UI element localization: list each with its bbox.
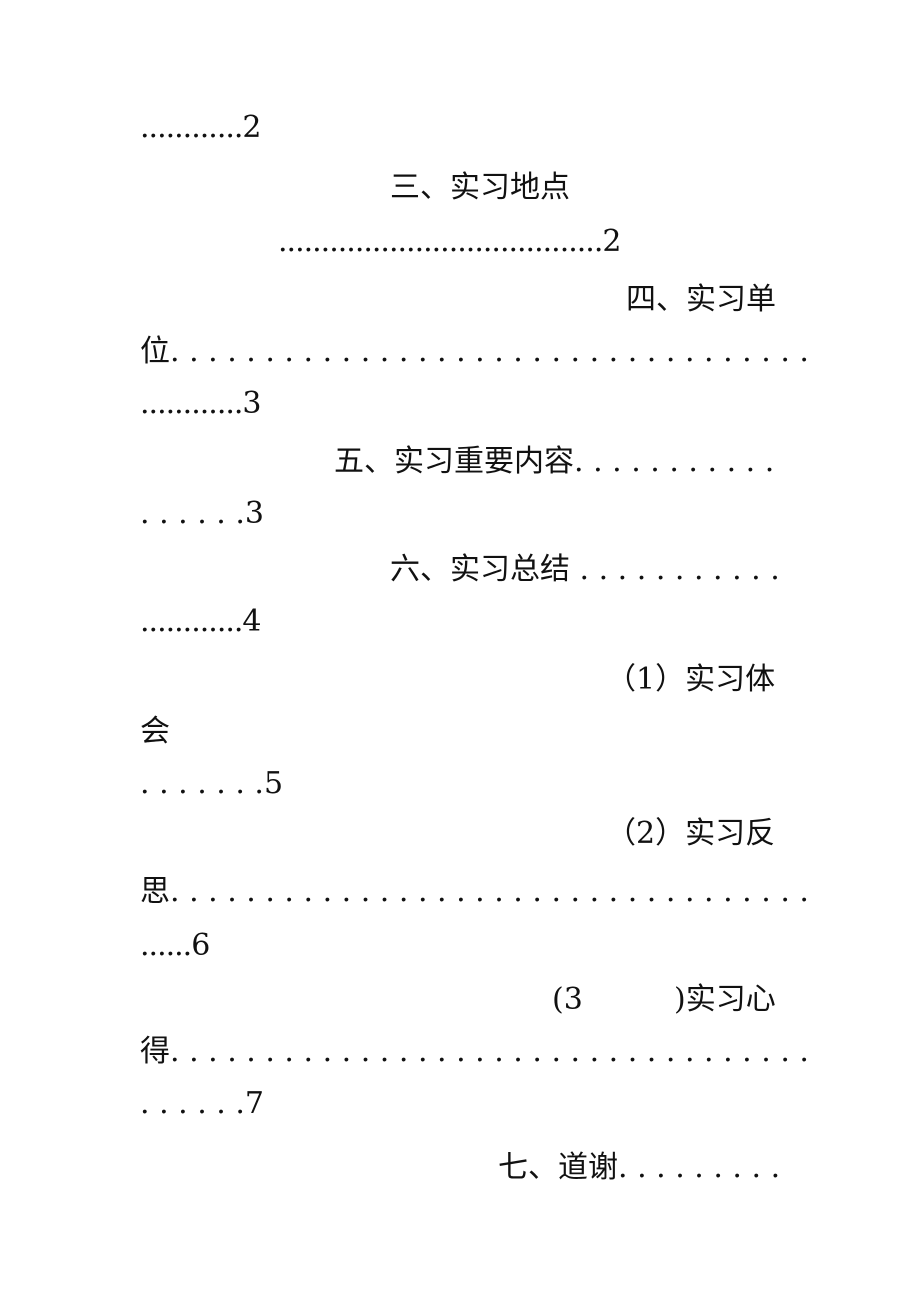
toc-entry-reflection-continued: 思. . . . . . . . . . . . . . . . . . . .… xyxy=(140,874,809,909)
toc-entry-insights-number: (3 xyxy=(552,982,583,1017)
toc-entry-insights-continued: 得. . . . . . . . . . . . . . . . . . . .… xyxy=(140,1034,809,1069)
toc-entry-insights: )实习心 xyxy=(674,982,776,1017)
toc-leader: ............3 xyxy=(140,386,262,421)
toc-leader: ............2 xyxy=(140,110,262,145)
toc-leader: . . . . . .3 xyxy=(140,496,264,531)
toc-entry-experience: （1）实习体 xyxy=(606,662,776,697)
toc-entry-unit: 四、实习单 xyxy=(626,282,776,317)
toc-leader: ......................................2 xyxy=(278,224,621,259)
toc-leader: . . . . . .7 xyxy=(140,1086,264,1121)
toc-leader: ......6 xyxy=(140,928,210,963)
toc-leader: ............4 xyxy=(140,604,262,639)
toc-leader: . . . . . . .5 xyxy=(140,766,284,801)
toc-entry-summary: 六、实习总结 . . . . . . . . . . . xyxy=(390,552,780,587)
toc-entry-unit-continued: 位. . . . . . . . . . . . . . . . . . . .… xyxy=(140,334,809,369)
toc-entry-reflection: （2）实习反 xyxy=(606,816,776,851)
toc-entry-thanks: 七、道谢. . . . . . . . . xyxy=(498,1150,781,1185)
toc-entry-content: 五、实习重要内容. . . . . . . . . . . xyxy=(334,444,775,479)
toc-entry-location: 三、实习地点 xyxy=(390,170,570,205)
toc-entry-experience-continued: 会 xyxy=(140,714,170,749)
